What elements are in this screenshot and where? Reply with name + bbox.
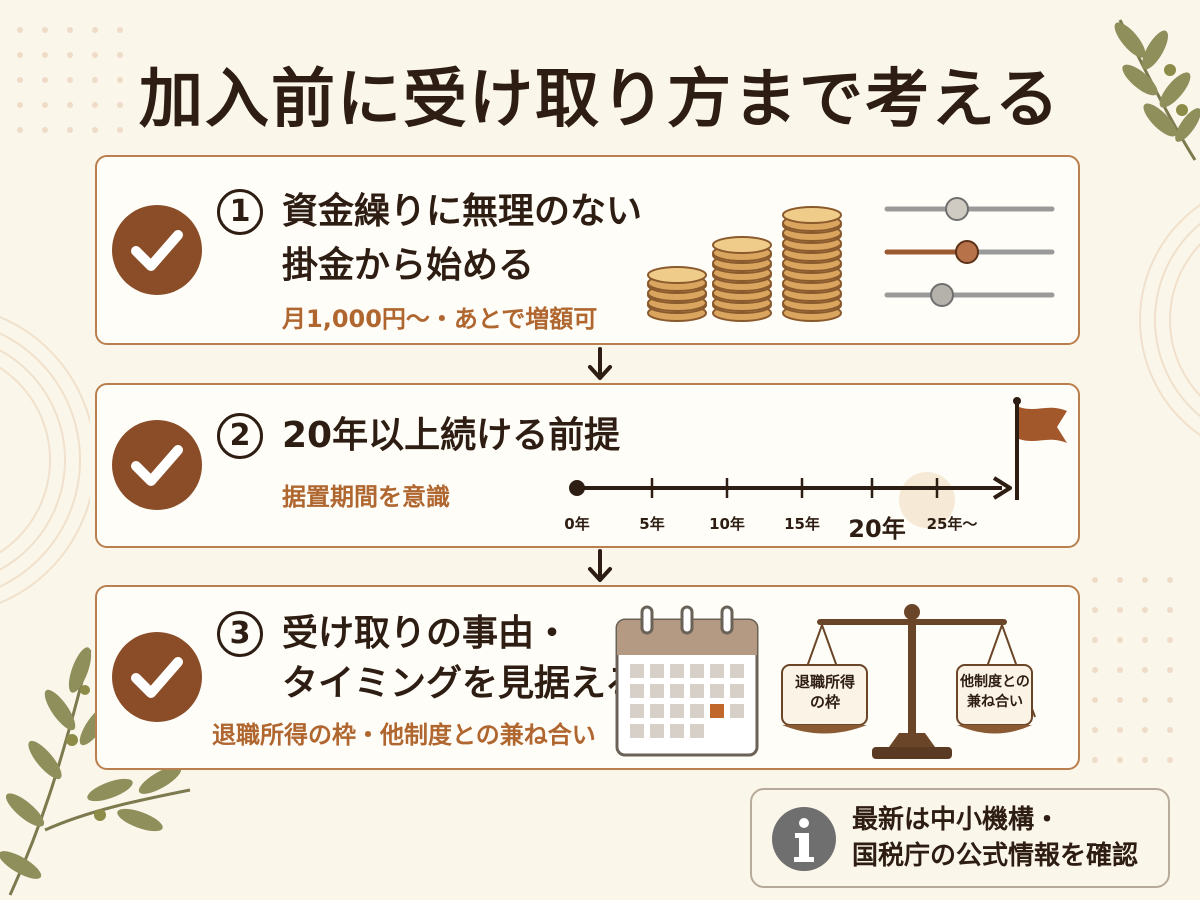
info-icon [772,807,836,871]
timeline-tick: 10年 [709,515,745,533]
flag-icon [1013,397,1067,500]
balance-scale-icon [781,604,1036,759]
check-icon [112,420,202,510]
step-heading-1-line2: 掛金から始める [282,245,535,286]
step-heading-2: 20年以上続ける前提 [282,415,621,456]
timeline-tick-highlight: 20年 [848,515,906,543]
step-sub-2: 据置期間を意識 [282,483,450,511]
scale-label-right: 他制度との 兼ね合い [958,672,1032,712]
page-title: 加入前に受け取り方まで考える [138,63,1062,137]
down-arrow-icon [588,549,612,582]
calendar-icon [615,605,759,757]
coin-stack-icon [647,206,842,322]
step-number-2: 2 [217,413,263,459]
step-heading-1-line1: 資金繰りに無理のない [282,191,643,232]
timeline-track [569,472,1012,528]
check-icon [112,632,202,722]
timeline-tick: 0年 [564,515,590,533]
dot-pattern-top-left [17,27,123,133]
scale-label-left: 退職所得 の枠 [784,672,866,712]
step-sub-3: 退職所得の枠・他制度との兼ね合い [212,721,596,749]
timeline-tick: 5年 [639,515,665,533]
olive-branch-icon [1114,19,1200,161]
info-note-text: 最新は中小機構・ 国税庁の公式情報を確認 [852,802,1138,874]
step-heading-3-line2: タイミングを見据える [282,663,641,704]
step-number-3: 3 [217,611,263,657]
decorative-arcs-left [0,316,90,604]
check-icon [112,205,202,295]
info-note: 最新は中小機構・ 国税庁の公式情報を確認 [750,788,1170,888]
step-card-2: 2 20年以上続ける前提 据置期間を意識 0年 5年 10年 15年 20年 2… [95,383,1080,548]
scale-label-left-line1: 退職所得 [794,673,855,691]
scale-label-left-line2: の枠 [809,693,840,711]
info-note-line2: 国税庁の公式情報を確認 [852,841,1139,871]
scale-label-right-line2: 兼ね合い [967,694,1023,710]
slider-icon [884,197,1055,307]
timeline-tick: 25年〜 [926,515,978,533]
down-arrow-icon [588,347,612,380]
step-heading-3-line1: 受け取りの事由・ [282,613,571,654]
timeline-tick: 15年 [784,515,820,533]
dot-pattern-right [1092,577,1173,763]
step-card-3: 3 受け取りの事由・ タイミングを見据える 退職所得の枠・他制度との兼ね合い [95,585,1080,770]
step-number-1: 1 [217,189,263,235]
scale-label-right-line1: 他制度との [960,674,1030,690]
decorative-arcs-right [1139,203,1200,437]
olive-branch-icon [0,647,191,896]
step-sub-1: 月1,000円〜・あとで増額可 [282,305,598,333]
info-note-line1: 最新は中小機構・ [852,805,1061,835]
step-card-1: 1 資金繰りに無理のない 掛金から始める 月1,000円〜・あとで増額可 [95,155,1080,345]
